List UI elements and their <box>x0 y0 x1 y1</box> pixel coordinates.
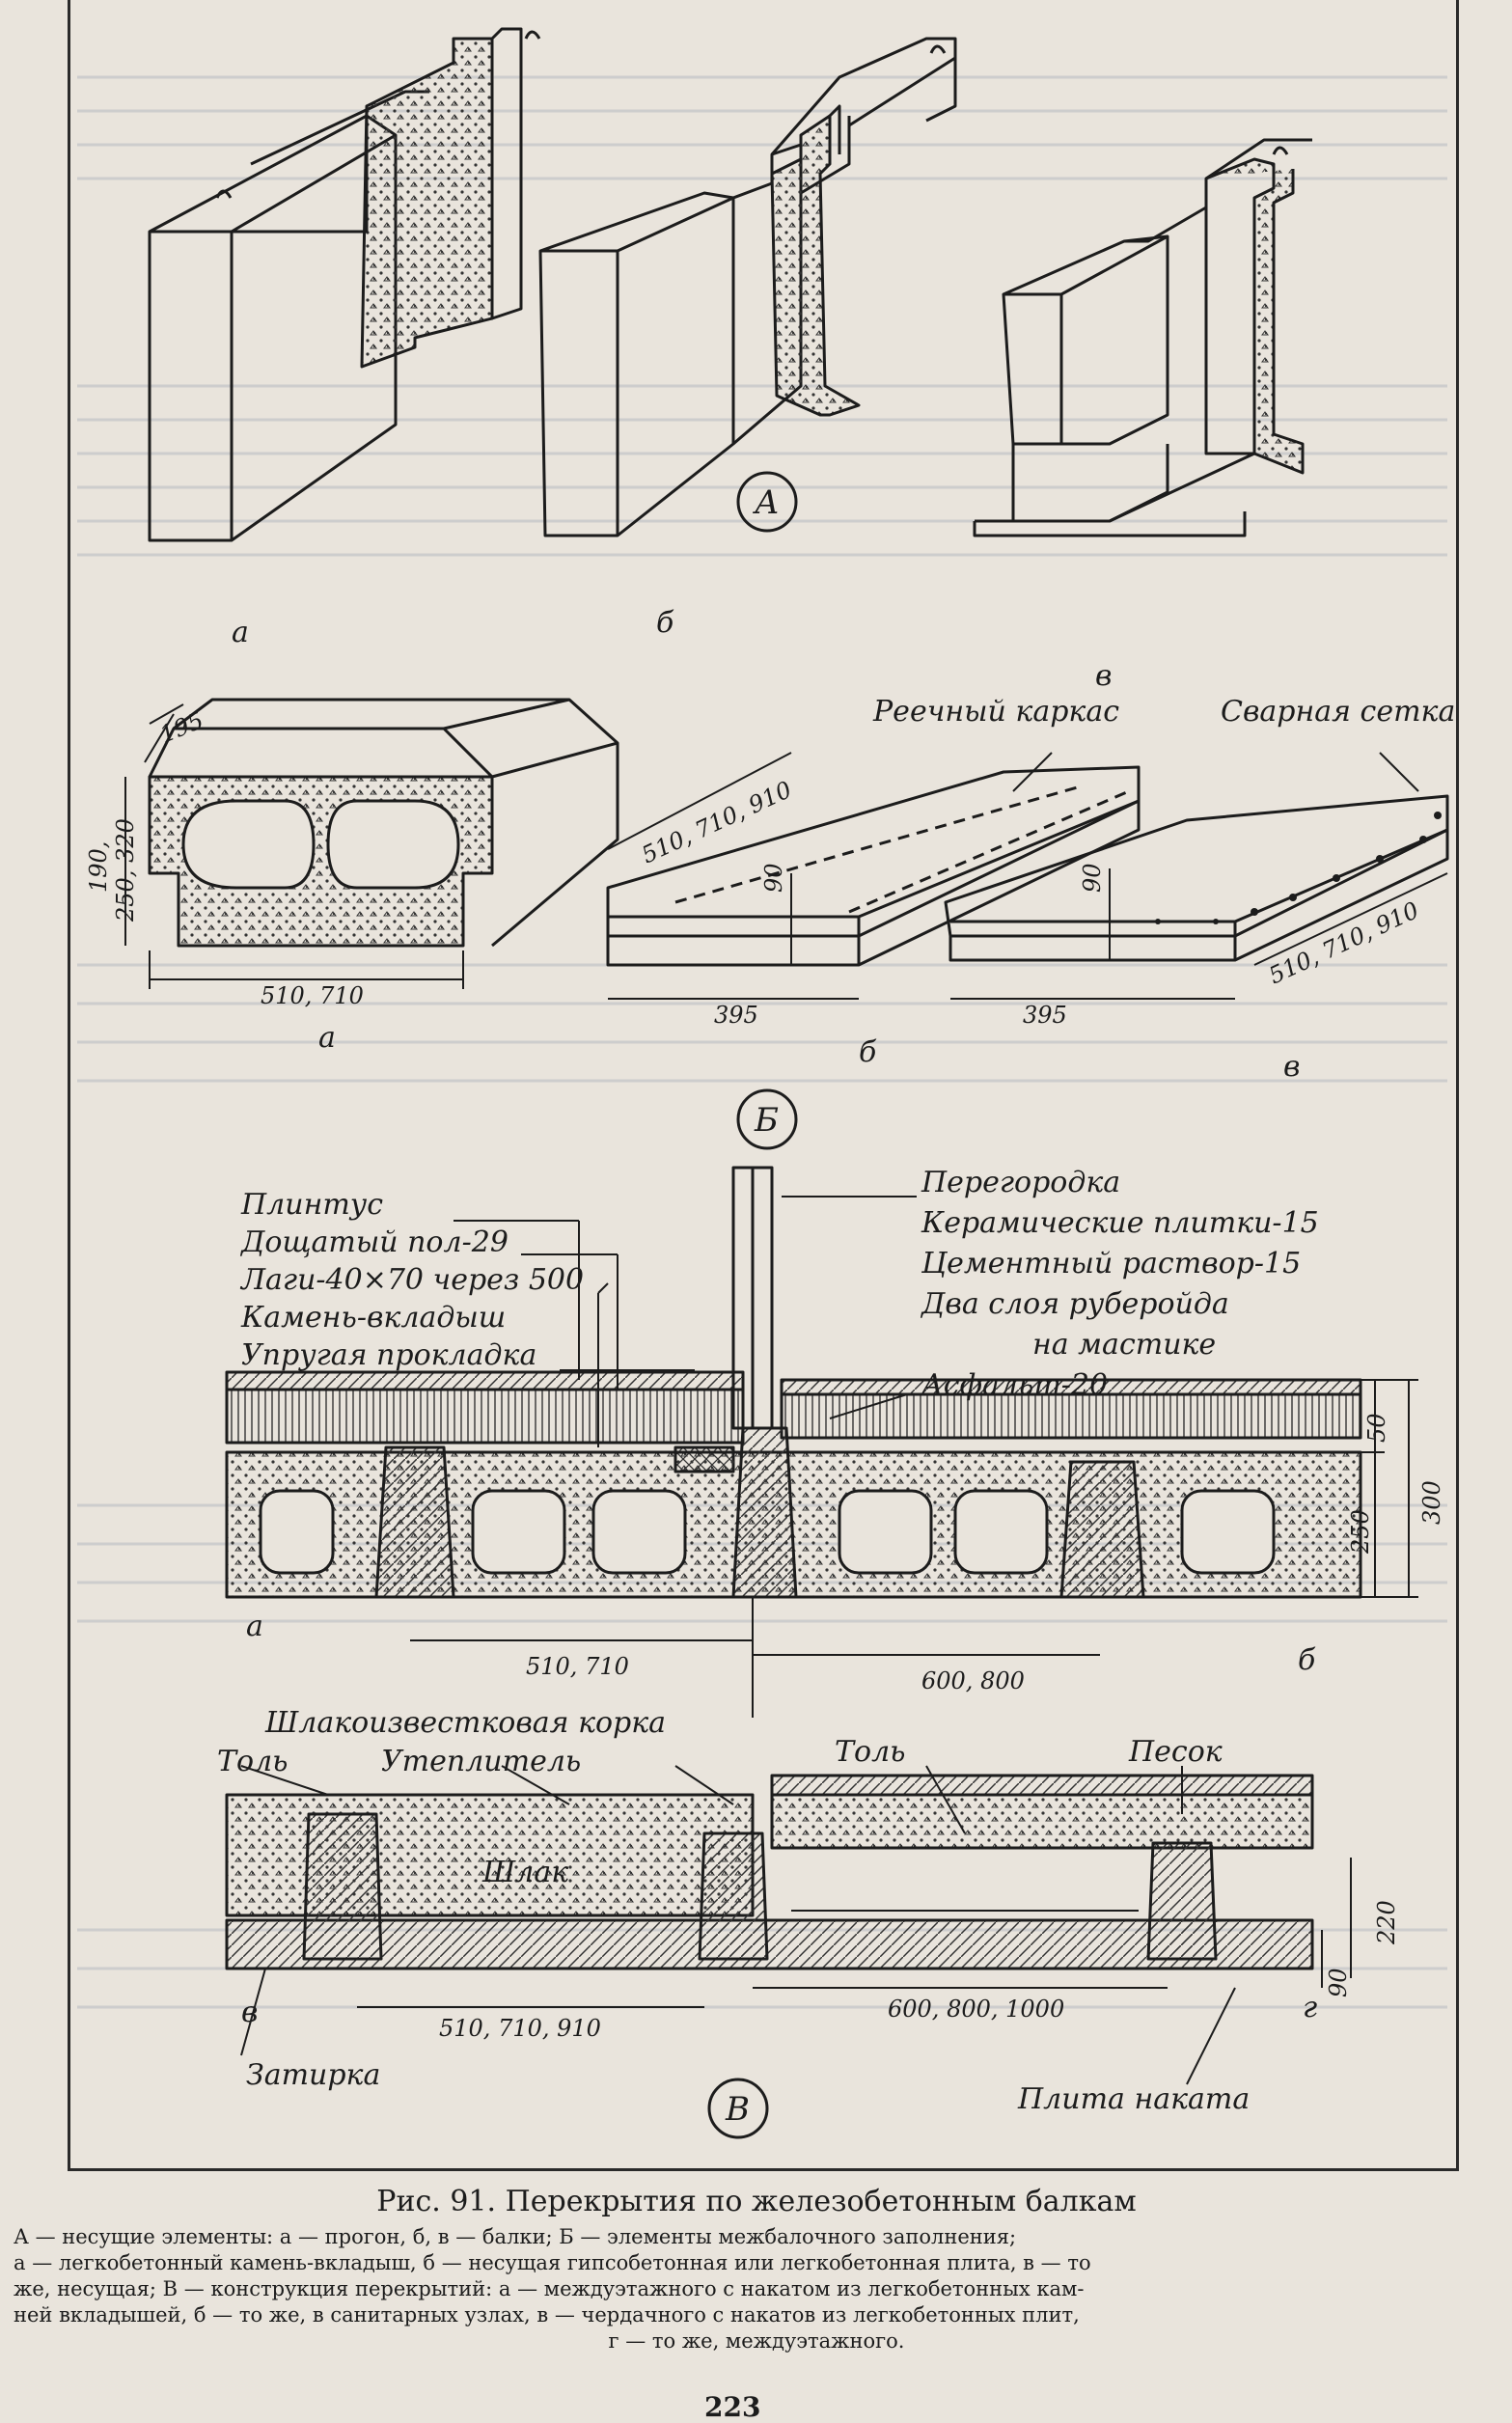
label-plaster: Затирка <box>246 2058 380 2092</box>
dim-90-b: 90 <box>760 863 787 893</box>
label-b-a: а <box>318 1021 336 1055</box>
dim-395-c: 395 <box>1023 1002 1067 1029</box>
caption-line: г — то же, междуэтажного. <box>608 2329 905 2353</box>
label-c-a: а <box>246 1610 263 1643</box>
label-tol-right: Толь <box>835 1735 906 1769</box>
label-ceramic-tiles: Керамические плитки-15 <box>921 1206 1319 1240</box>
label-insert-stone: Камень-вкладыш <box>240 1301 506 1335</box>
label-tol-left: Толь <box>217 1745 289 1778</box>
dim-c-300: 300 <box>1418 1480 1445 1525</box>
label-c-b: б <box>1298 1643 1316 1677</box>
section-c-letter: В <box>725 2090 750 2129</box>
figure-caption-title: Рис. 91. Перекрытия по железобетонным ба… <box>376 2185 1137 2218</box>
label-on-mastic: на мастике <box>1032 1328 1216 1362</box>
label-wood-floor: Дощатый пол-29 <box>239 1225 509 1259</box>
beam-b-drawing <box>538 37 957 537</box>
label-elastic-pad: Упругая прокладка <box>241 1338 536 1372</box>
label-slab: Плита наката <box>1017 2082 1250 2116</box>
label-slag-crust: Шлакоизвестковая корка <box>264 1706 666 1740</box>
caption-line: ней вкладышей, б — то же, в санитарных у… <box>14 2303 1080 2327</box>
dim-90-c: 90 <box>1079 863 1106 893</box>
label-c-c: в <box>241 1996 258 2029</box>
page-number: 223 <box>704 2391 761 2423</box>
slab-frame-drawing <box>606 765 1141 967</box>
figure-frame <box>68 0 1459 2171</box>
dim-c-50: 50 <box>1363 1413 1390 1443</box>
label-b-c: в <box>1283 1050 1300 1084</box>
dim-510-710: 510, 710 <box>261 982 364 1009</box>
label-a-b: б <box>656 606 674 640</box>
hollow-block-drawing <box>148 698 619 948</box>
beam-c-drawing <box>973 138 1312 537</box>
section-b-letter: Б <box>754 1101 779 1140</box>
section-a-letter: А <box>753 483 780 522</box>
floor-c-d-section <box>225 1774 1314 1970</box>
dim-c-600-800: 600, 800 <box>921 1667 1025 1694</box>
dim-510-710-910-bottom: 510, 710, 910 <box>439 2015 601 2042</box>
label-sand: Песок <box>1128 1735 1223 1769</box>
dim-395-b: 395 <box>714 1002 758 1029</box>
floor-a-b-section <box>225 1166 1362 1718</box>
label-cement-mortar: Цементный раствор-15 <box>921 1247 1301 1280</box>
dim-c-250: 250 <box>1347 1509 1374 1555</box>
label-partition: Перегородка <box>921 1166 1120 1199</box>
label-slag: Шлак <box>481 1856 568 1889</box>
caption-line: а — легкобетонный камень-вкладыш, б — не… <box>14 2251 1091 2274</box>
label-a-c: в <box>1095 659 1112 693</box>
caption-line: А — несущие элементы: а — прогон, б, в —… <box>14 2225 1017 2248</box>
figure-caption-text: А — несущие элементы: а — прогон, б, в —… <box>14 2224 1499 2354</box>
label-plinth: Плинтус <box>240 1188 383 1222</box>
label-c-d: г <box>1303 1991 1317 2024</box>
label-b-b: б <box>859 1035 877 1069</box>
label-joists: Лаги-40×70 через 500 <box>239 1263 584 1297</box>
dim-90-bottom: 90 <box>1325 1968 1352 1997</box>
label-a-a: а <box>232 616 249 649</box>
label-asphalt: Асфальт-20 <box>920 1368 1108 1402</box>
label-insulation: Утеплитель <box>381 1745 581 1778</box>
dim-600-800-1000: 600, 800, 1000 <box>888 1996 1064 2023</box>
dim-195: 195 <box>156 706 207 748</box>
label-river-frame: Реечный каркас <box>872 695 1119 729</box>
label-roofing-felt: Два слоя руберойда <box>920 1287 1229 1321</box>
dim-c-510-710: 510, 710 <box>526 1653 629 1680</box>
label-welded-mesh: Сварная сетка <box>1221 695 1455 729</box>
dim-250-320: 250, 320 <box>112 818 139 922</box>
beam-a-drawing <box>148 27 541 542</box>
dim-220: 220 <box>1373 1900 1400 1945</box>
dim-190: 190, <box>85 841 112 893</box>
caption-line: же, несущая; В — конструкция перекрытий:… <box>14 2277 1085 2300</box>
